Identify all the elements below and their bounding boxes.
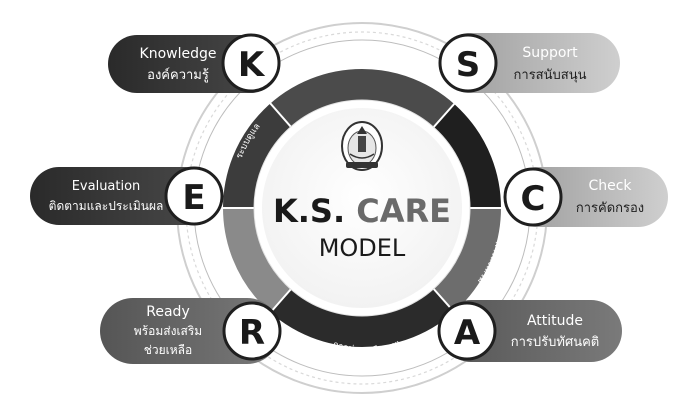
node-check-letter: C bbox=[521, 179, 546, 219]
school-emblem-icon bbox=[341, 121, 383, 171]
node-support: Support การสนับสนุน S bbox=[438, 33, 620, 93]
title-emphasis: CARE bbox=[356, 192, 451, 230]
svg-text:K.S. CARE: K.S. CARE bbox=[273, 192, 451, 230]
node-knowledge-title: Knowledge bbox=[140, 46, 217, 62]
node-evaluation-subtitle: ติดตามและประเมินผล bbox=[49, 199, 164, 213]
node-check: Check การคัดกรอง C bbox=[503, 167, 668, 227]
node-ready: Ready พร้อมส่งเสริม ช่วยเหลือ R bbox=[100, 298, 282, 364]
node-check-subtitle: การคัดกรอง bbox=[576, 201, 644, 216]
node-evaluation: Evaluation ติดตามและประเมินผล E bbox=[30, 166, 224, 226]
page-title: K.S. CARE MODEL bbox=[273, 192, 451, 262]
center-disc bbox=[253, 99, 471, 317]
node-attitude-subtitle: การปรับทัศนคติ bbox=[511, 335, 600, 350]
node-attitude-title: Attitude bbox=[527, 313, 583, 329]
node-knowledge-letter: K bbox=[238, 45, 266, 85]
node-ready-subtitle: พร้อมส่งเสริม bbox=[134, 324, 202, 338]
node-knowledge: Knowledge องค์ความรู้ K bbox=[108, 33, 281, 93]
node-support-letter: S bbox=[456, 45, 481, 85]
node-attitude-letter: A bbox=[454, 313, 481, 353]
node-support-title: Support bbox=[522, 45, 578, 61]
node-evaluation-letter: E bbox=[182, 178, 205, 218]
node-ready-letter: R bbox=[239, 313, 265, 353]
node-ready-subtitle-2: ช่วยเหลือ bbox=[144, 343, 193, 357]
node-evaluation-title: Evaluation bbox=[72, 179, 141, 194]
node-knowledge-subtitle: องค์ความรู้ bbox=[147, 67, 209, 83]
node-check-title: Check bbox=[588, 178, 632, 194]
ring-label-top: การรู้จักนักเรียนเป็นรายบุคคล bbox=[311, 0, 426, 23]
title-line2: MODEL bbox=[319, 234, 406, 262]
node-ready-title: Ready bbox=[146, 304, 189, 320]
node-attitude: Attitude การปรับทัศนคติ A bbox=[437, 300, 622, 362]
node-support-subtitle: การสนับสนุน bbox=[514, 68, 587, 83]
title-prefix: K.S. bbox=[273, 192, 345, 230]
